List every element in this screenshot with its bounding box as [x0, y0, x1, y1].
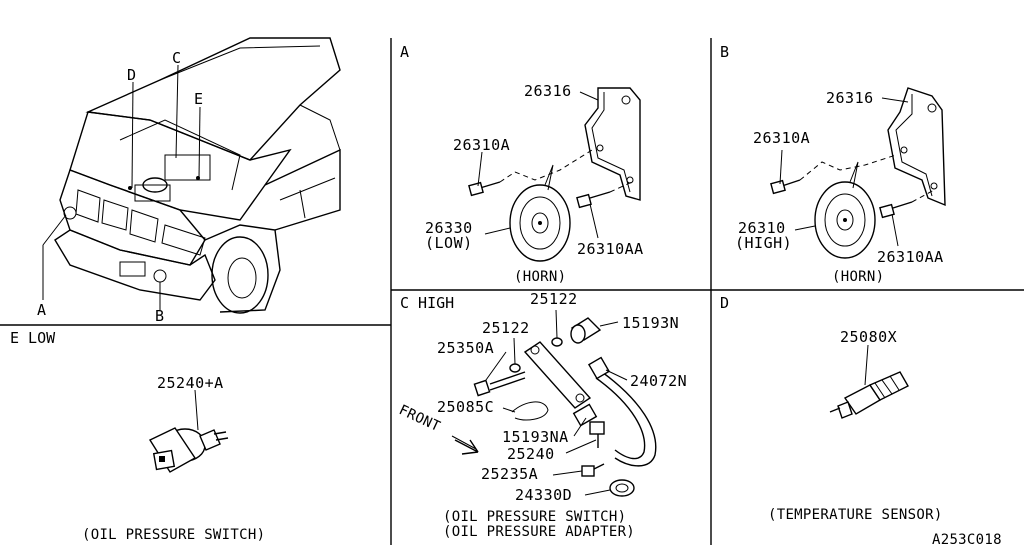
part-24330d: 24330D [515, 486, 572, 504]
callout-e: E [194, 90, 204, 108]
part-25122-lower: 25122 [482, 319, 530, 337]
callout-a: A [37, 301, 47, 319]
callout-c: C [172, 49, 182, 67]
front-indicator: FRONT [396, 402, 443, 435]
part-24072n: 24072N [630, 372, 687, 390]
panel-a-caption: (HORN) [514, 269, 566, 285]
panel-a-letter: A [400, 43, 409, 61]
panel-c-caption-2: (OIL PRESSURE ADAPTER) [443, 524, 635, 540]
part-25122-upper: 25122 [530, 290, 578, 308]
panel-c: C HIGH [396, 290, 687, 540]
callout-d: D [127, 66, 137, 84]
part-26310aa-a: 26310AA [577, 240, 644, 258]
panel-d: D 25080X (TEMPERATURE SENSOR) [720, 294, 943, 523]
panel-a: A 26316 26310A 26330 (LOW) 26310AA (HORN… [400, 43, 644, 285]
panel-e: E LOW 25240+A (OIL PRESSURE SWITCH) [10, 329, 265, 543]
part-25080x: 25080X [840, 328, 897, 346]
part-26330: 26330 [425, 219, 473, 237]
part-26316-a: 26316 [524, 82, 572, 100]
panel-b-caption: (HORN) [832, 269, 884, 285]
part-26310aa-b: 26310AA [877, 248, 944, 266]
part-25235a: 25235A [481, 465, 538, 483]
part-high-tag: (HIGH) [735, 234, 792, 252]
panel-c-caption-1: (OIL PRESSURE SWITCH) [443, 509, 626, 525]
part-low-tag: (LOW) [425, 234, 473, 252]
part-15193na: 15193NA [502, 428, 569, 446]
drawing-code: A253C018 [932, 532, 1002, 548]
part-25240-c: 25240 [507, 445, 555, 463]
panel-d-caption: (TEMPERATURE SENSOR) [768, 507, 943, 523]
part-26316-b: 26316 [826, 89, 874, 107]
part-15193n: 15193N [622, 314, 679, 332]
callout-b: B [155, 307, 165, 325]
part-26310a-b: 26310A [753, 129, 810, 147]
part-25350a: 25350A [437, 339, 494, 357]
part-26310: 26310 [738, 219, 786, 237]
part-26310a-a: 26310A [453, 136, 510, 154]
panel-d-letter: D [720, 294, 729, 312]
panel-e-caption: (OIL PRESSURE SWITCH) [82, 527, 265, 543]
part-25085c: 25085C [437, 398, 494, 416]
vehicle-illustration: D C E A B [37, 37, 341, 325]
panel-c-letter: C HIGH [400, 294, 454, 312]
panel-b-letter: B [720, 43, 729, 61]
panel-e-letter: E LOW [10, 329, 56, 347]
panel-b: B 26316 26310A 26310 (HIGH) 26310AA (HOR… [720, 43, 946, 285]
panel-dividers [0, 38, 1024, 545]
part-25240-plus-a: 25240+A [157, 374, 224, 392]
